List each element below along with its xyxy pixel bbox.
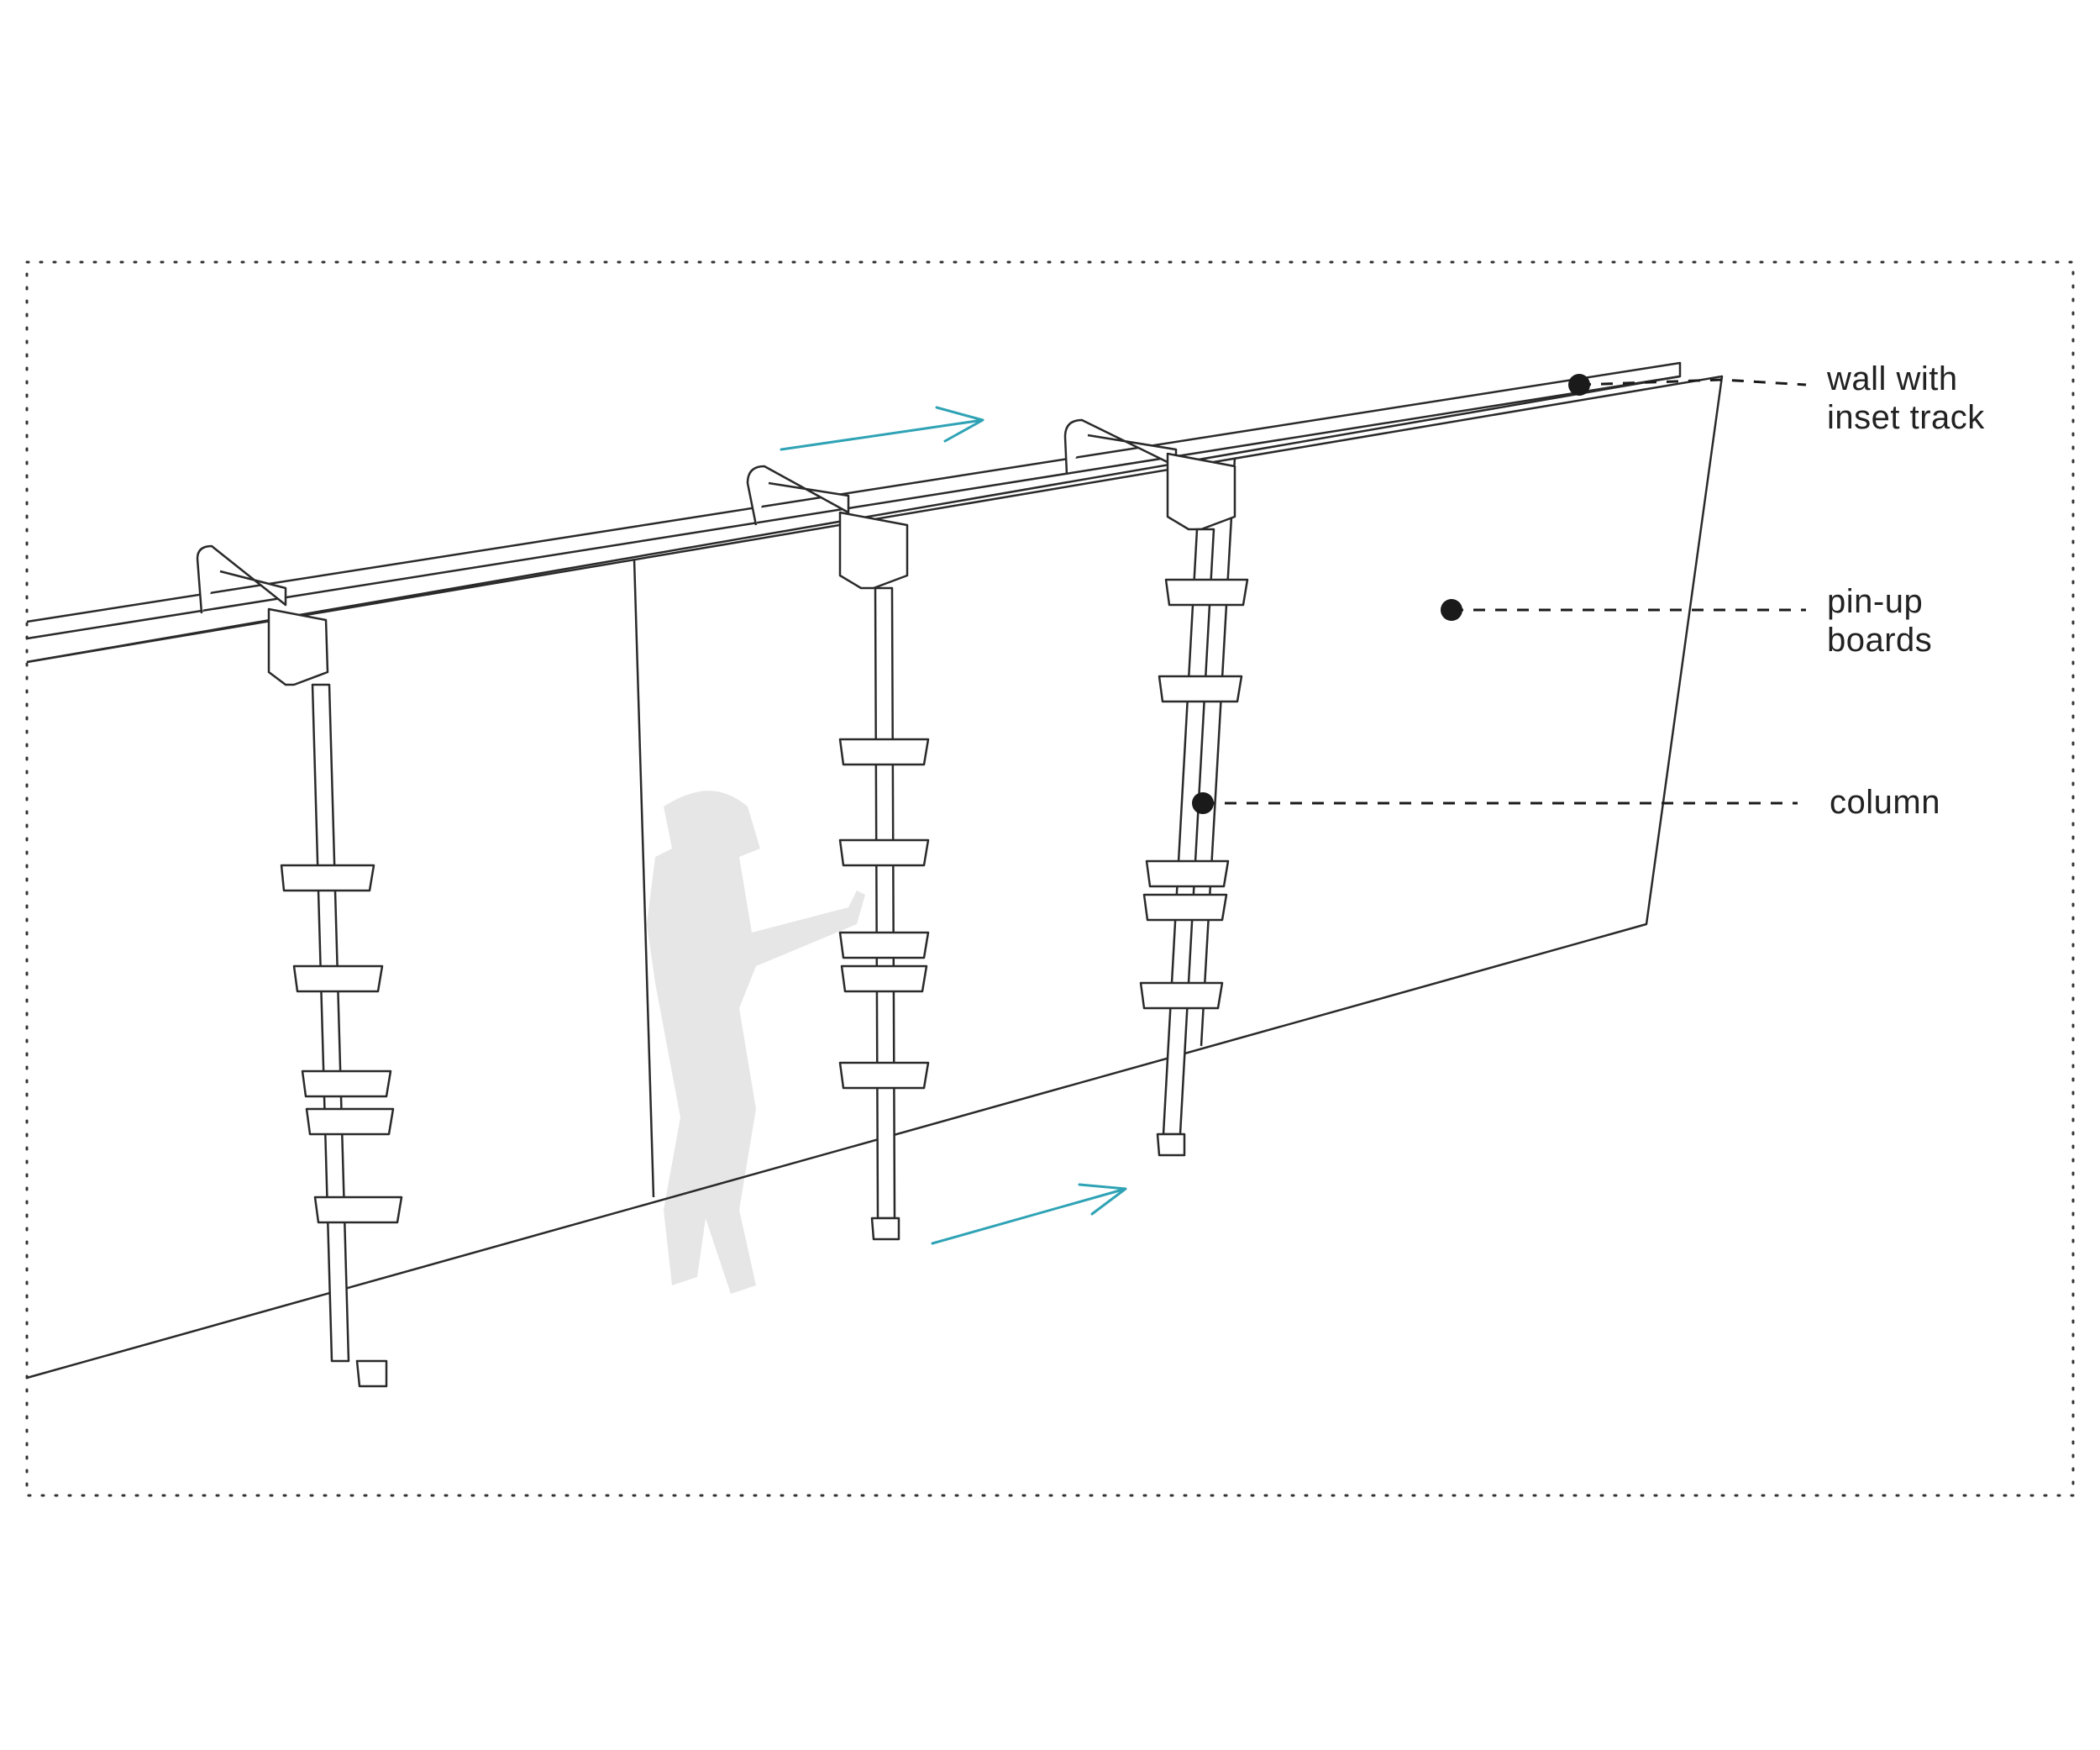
- column-1-post: [311, 683, 350, 1363]
- label-column-line-1: column: [1830, 784, 1940, 821]
- column-1-foot: [355, 1359, 388, 1388]
- movement-arrows: [780, 406, 1127, 1245]
- column-2-shelf-1: [838, 738, 930, 766]
- leader-line-wall-track: [1578, 378, 1807, 386]
- column-3-shelf-3: [1145, 859, 1230, 888]
- column-3[interactable]: [1063, 418, 1249, 1157]
- column-1-clamp-block: [267, 607, 329, 686]
- column-2-shelf-3: [838, 931, 930, 959]
- column-2[interactable]: [746, 465, 930, 1241]
- label-pin-up-boards: pin-up boards: [1827, 582, 1932, 660]
- column-2-clamp-block: [838, 511, 909, 590]
- column-2-shelf-2: [838, 838, 930, 867]
- column-3-shelf-4: [1142, 893, 1228, 922]
- label-pinup-line-2: boards: [1827, 622, 1933, 659]
- column-3-clamp-block: [1166, 452, 1236, 531]
- column-1-shelf-5: [313, 1196, 403, 1224]
- arrow-lower-icon: [931, 1183, 1127, 1245]
- column-3-shelf-1: [1164, 578, 1249, 607]
- column-3-top-bracket: [1063, 418, 1178, 476]
- column-2-foot: [870, 1217, 900, 1241]
- label-wall-line-2: inset track: [1827, 399, 1985, 436]
- person-silhouette: [647, 791, 865, 1294]
- frame-border: [25, 260, 2075, 1497]
- leader-lines: [1203, 378, 1807, 805]
- arrow-upper-icon: [780, 406, 984, 451]
- column-2-shelf-4: [840, 964, 928, 993]
- leader-dots: [1192, 374, 1590, 814]
- label-wall-with-inset-track: wall with inset track: [1827, 360, 1985, 437]
- column-2-shelf-5: [838, 1061, 930, 1090]
- column-3-shelf-5: [1139, 981, 1224, 1010]
- board-seam-1: [633, 558, 655, 1198]
- label-wall-line-1: wall with: [1827, 360, 1958, 397]
- marker-dot-pinup: [1441, 599, 1462, 621]
- column-1-shelf-1: [280, 864, 375, 892]
- label-pinup-line-1: pin-up: [1827, 583, 1924, 620]
- column-1-top-bracket: [196, 544, 287, 614]
- column-1-shelf-2: [292, 964, 384, 993]
- column-3-post: [1162, 528, 1215, 1136]
- column-2-post: [874, 586, 896, 1220]
- column-3-shelf-2: [1158, 675, 1243, 703]
- marker-dot-wall-track: [1568, 374, 1590, 396]
- wall-track-rail: [26, 375, 1681, 640]
- column-1[interactable]: [196, 544, 403, 1388]
- board-seam-2: [1200, 457, 1236, 1047]
- column-3-foot: [1156, 1133, 1186, 1157]
- column-2-top-bracket: [746, 465, 850, 526]
- marker-dot-column: [1192, 792, 1214, 814]
- column-1-shelf-4: [305, 1107, 395, 1136]
- column-1-shelf-3: [301, 1069, 392, 1098]
- label-column: column: [1830, 783, 1940, 822]
